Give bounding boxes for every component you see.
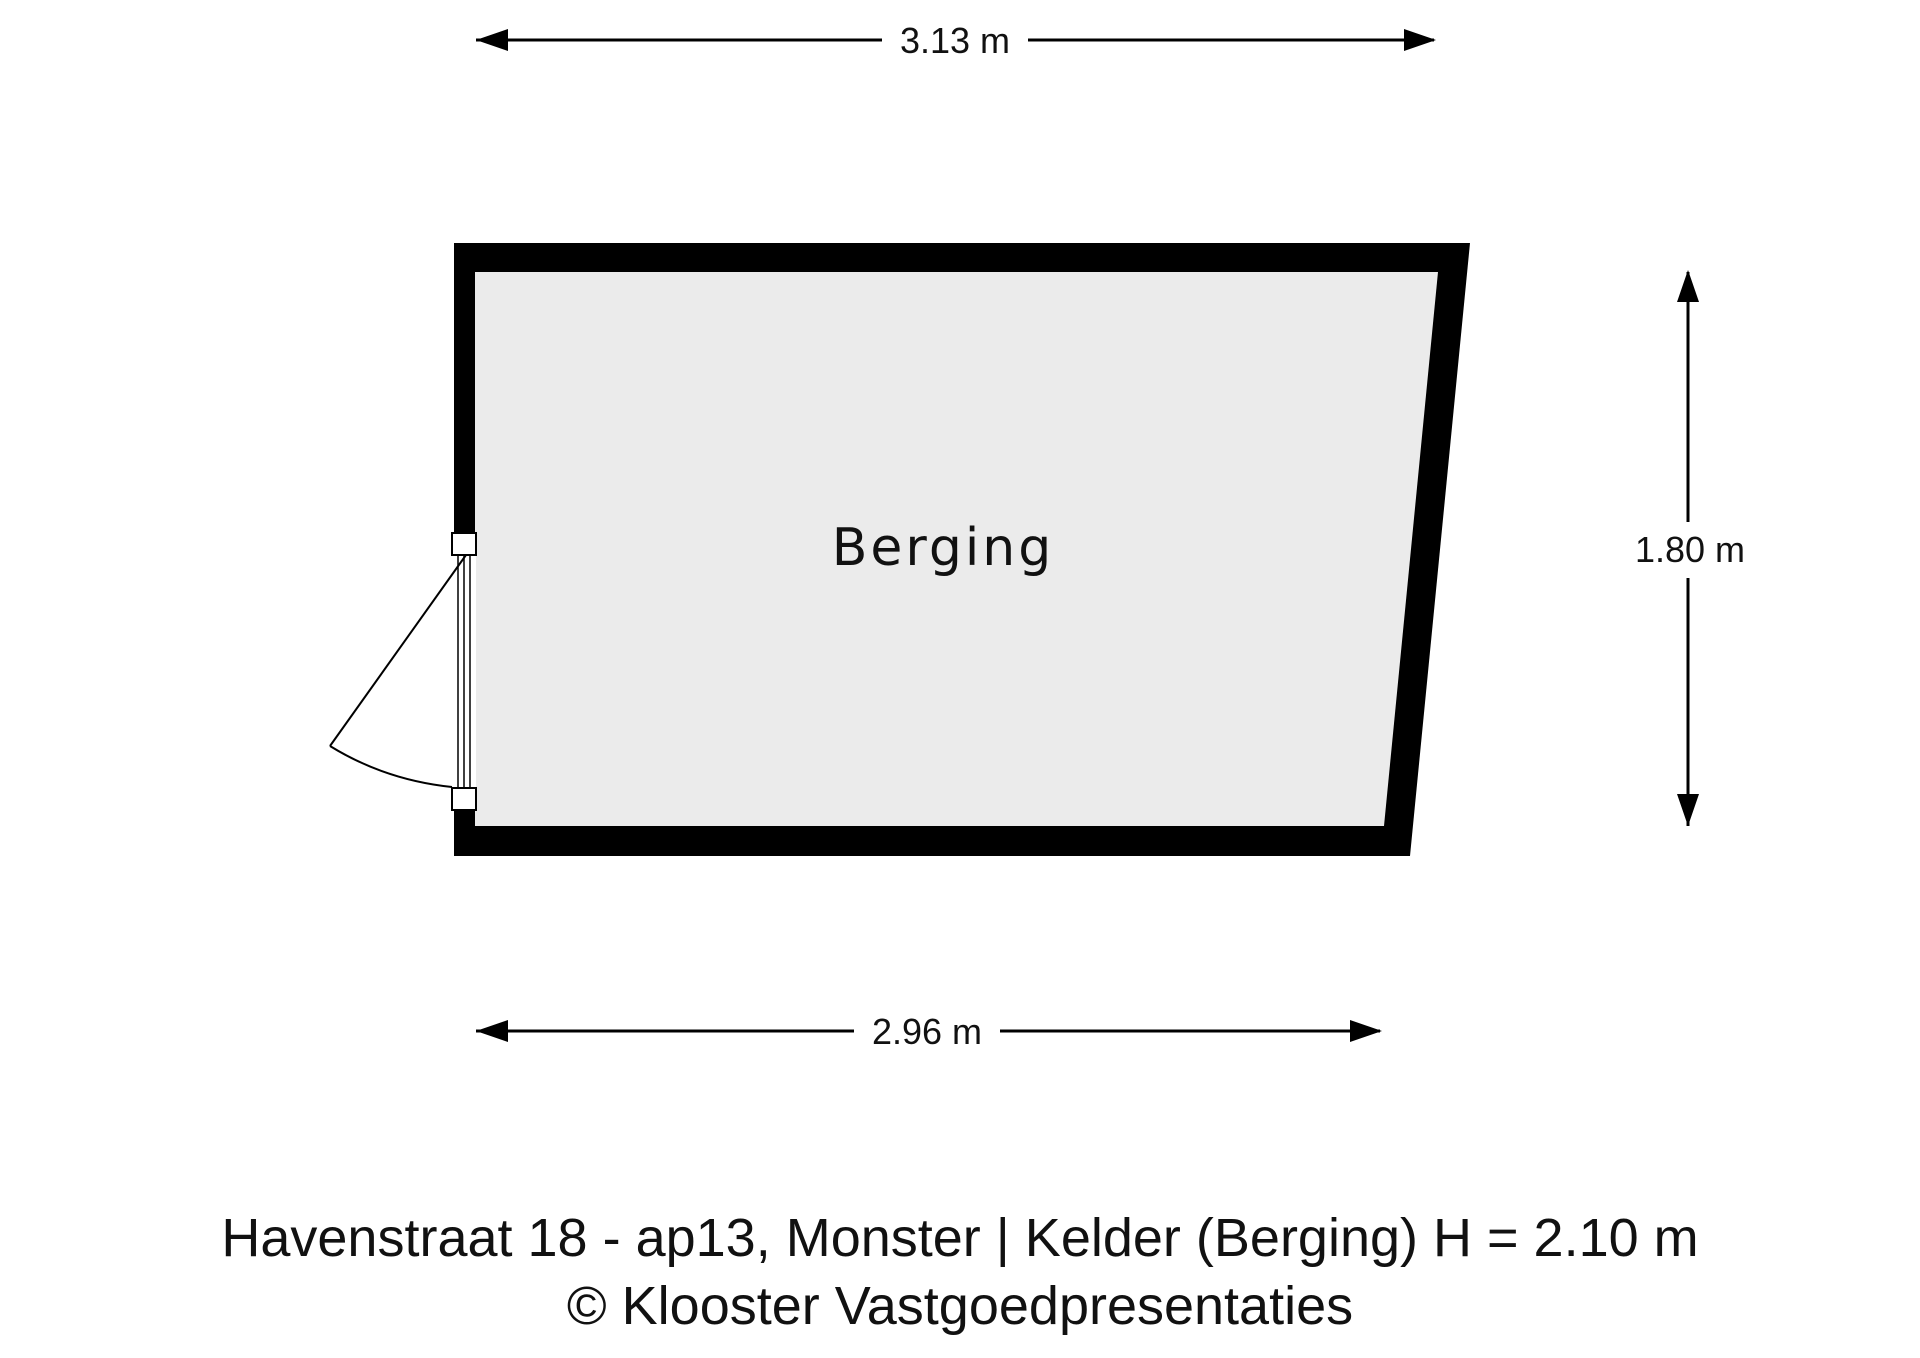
plan-title: Havenstraat 18 - ap13, Monster | Kelder …	[221, 1208, 1699, 1268]
arrow-up-icon	[1677, 270, 1699, 302]
dimension-right: 1.80 m	[1635, 270, 1745, 826]
arrow-left-icon	[476, 29, 508, 51]
arrow-down-icon	[1677, 794, 1699, 826]
dimension-bottom-label: 2.96 m	[872, 1011, 982, 1052]
arrow-left-icon	[476, 1020, 508, 1042]
dimension-right-label: 1.80 m	[1635, 529, 1745, 570]
room-floor	[475, 272, 1438, 826]
door-leaf	[329, 554, 467, 747]
arrow-right-icon	[1350, 1020, 1382, 1042]
door-swing-arc	[329, 745, 453, 788]
copyright-notice: © Klooster Vastgoedpresentaties	[566, 1276, 1354, 1336]
door	[329, 532, 477, 811]
room-label: Berging	[832, 518, 1055, 578]
arrow-right-icon	[1404, 29, 1436, 51]
dimension-bottom: 2.96 m	[476, 1011, 1382, 1052]
dimension-top: 3.13 m	[476, 20, 1436, 61]
dimension-top-label: 3.13 m	[900, 20, 1010, 61]
